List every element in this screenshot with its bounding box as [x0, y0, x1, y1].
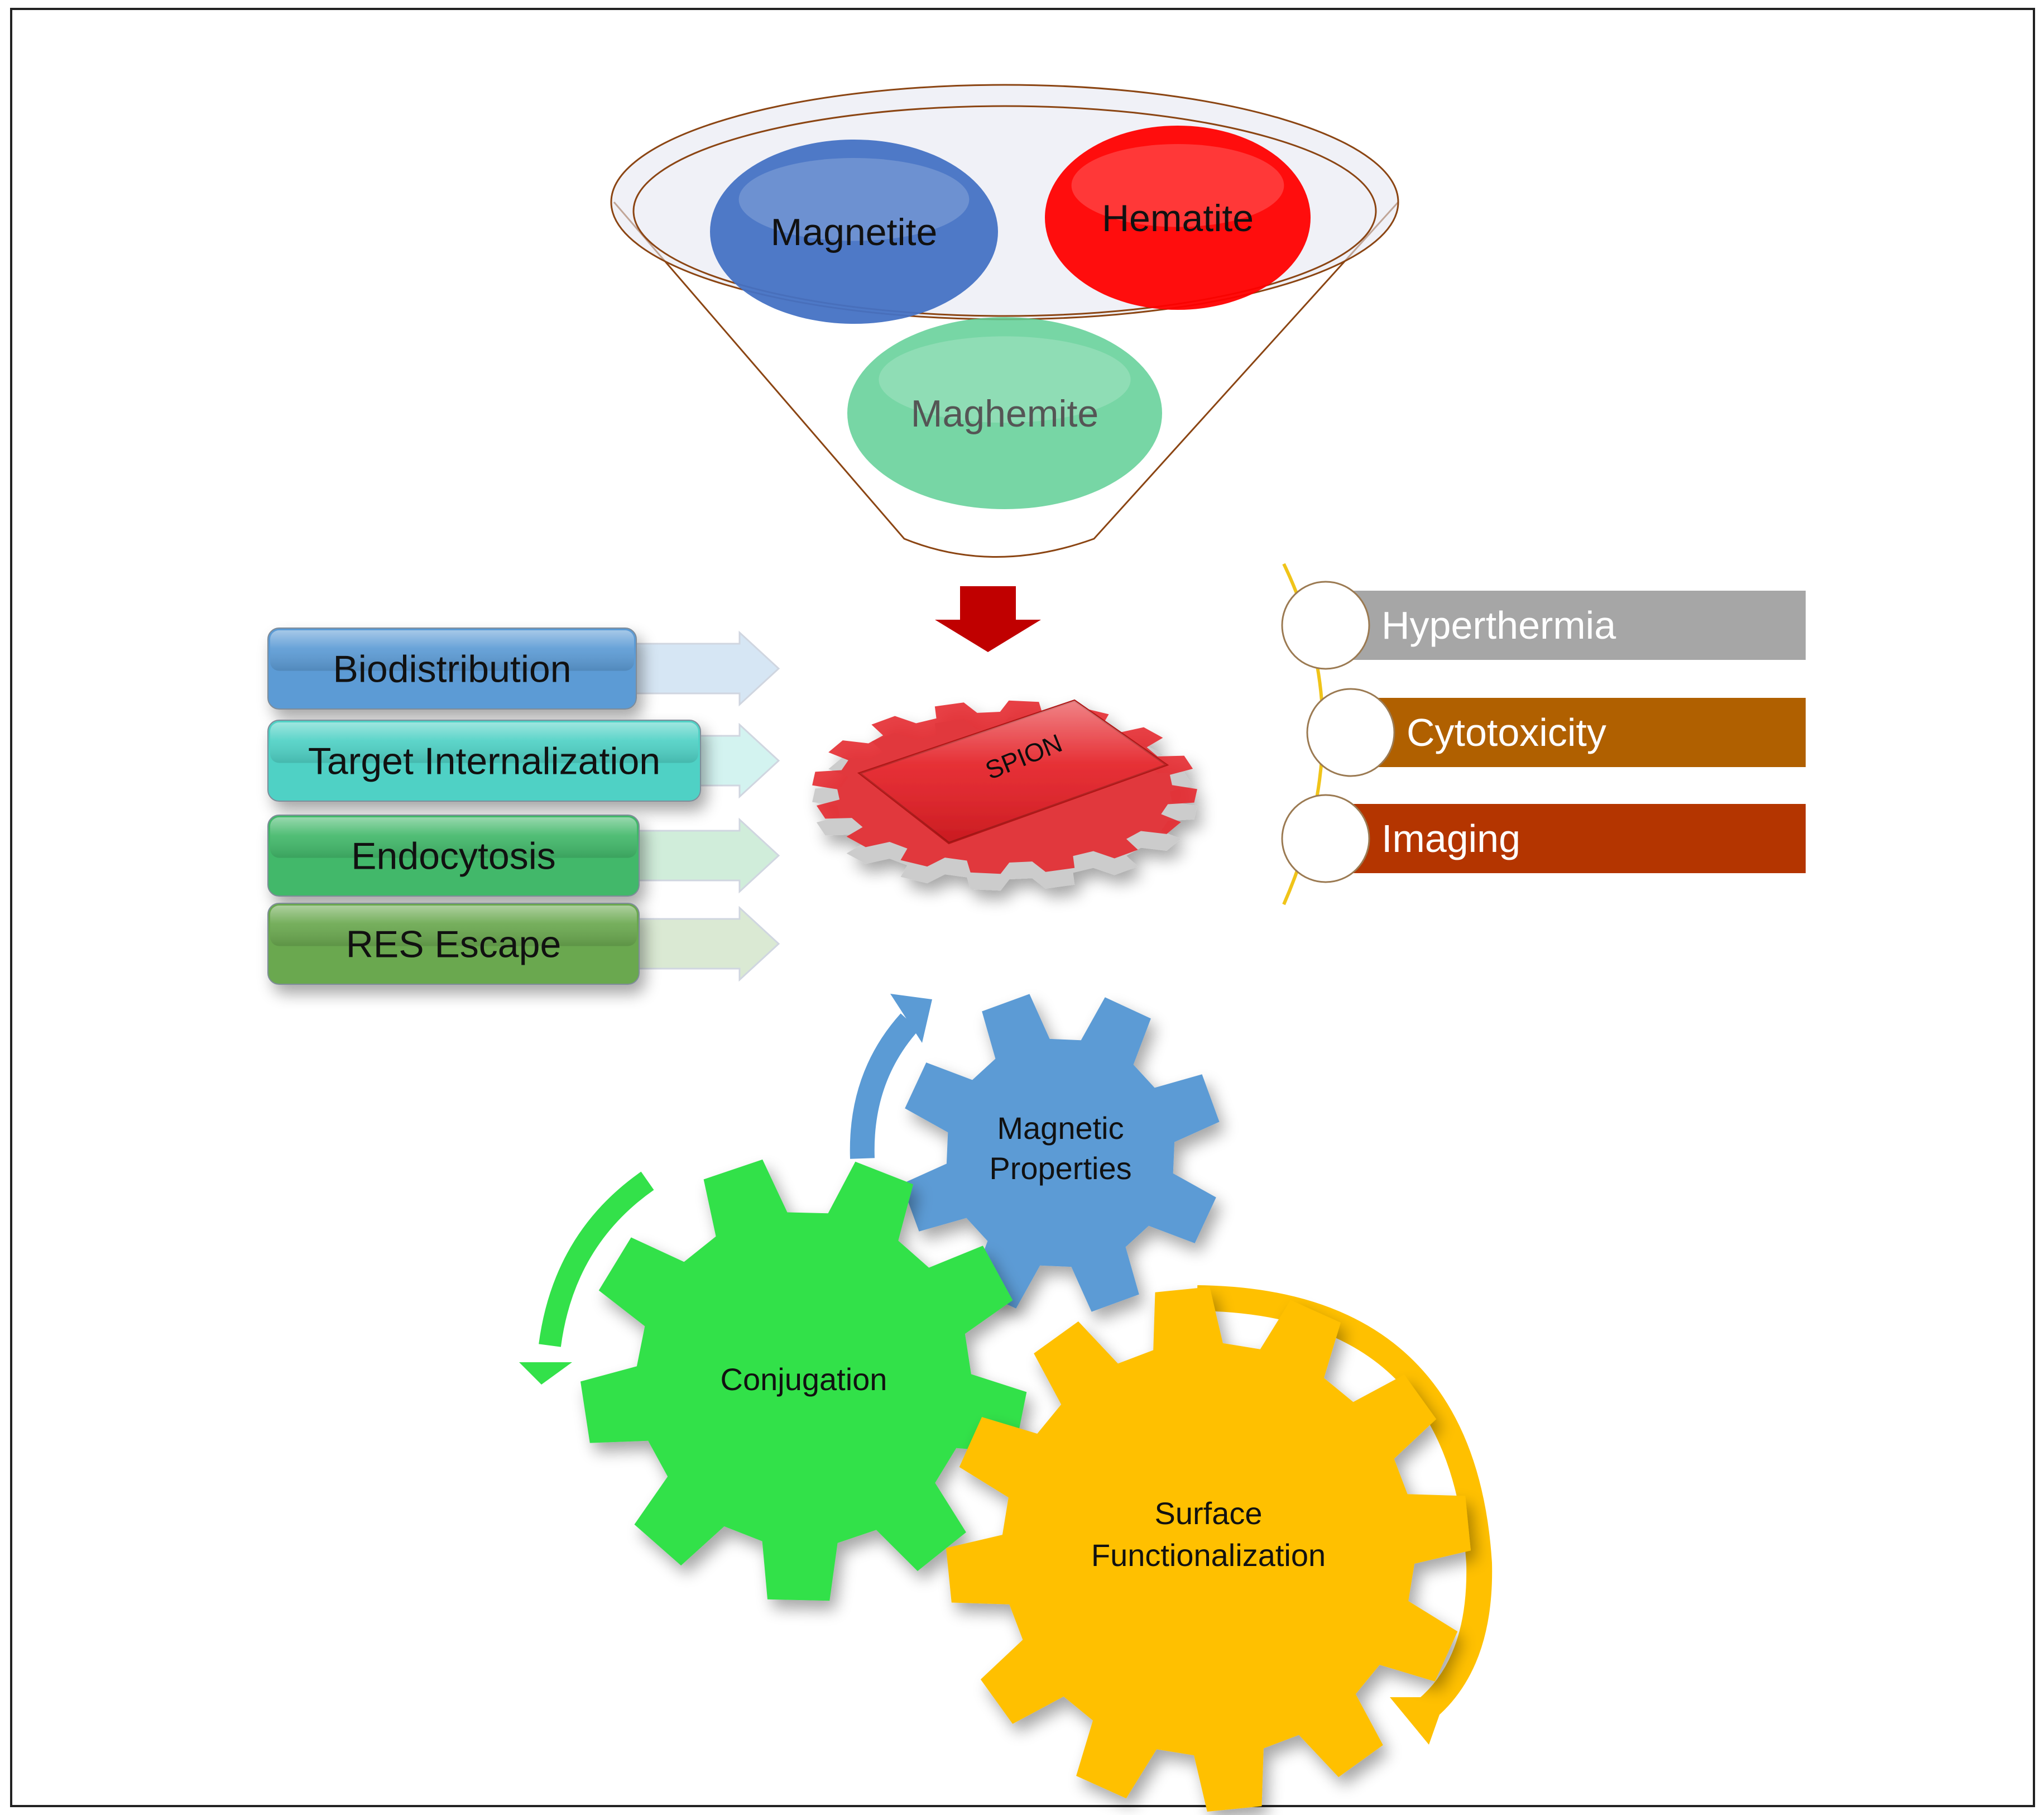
- cytotoxicity-label: Cytotoxicity: [1407, 711, 1606, 754]
- maghemite-highlight: [879, 336, 1131, 423]
- magnetite-highlight: [738, 158, 970, 241]
- funnel-body: [613, 201, 1399, 558]
- cytotoxicity-bar: [1376, 698, 1806, 767]
- conjugation-gear: [580, 1159, 1027, 1601]
- left-list-item-endocytosis: Endocytosis: [267, 815, 780, 897]
- endocytosis-label: Endocytosis: [351, 835, 556, 878]
- gears: Magnetic Properties Conjugation Surface …: [519, 994, 1493, 1812]
- target-internalization-arrow: [694, 722, 780, 799]
- left-list-item-biodistribution: Biodistribution: [267, 628, 780, 710]
- maghemite-ellipse: [847, 317, 1162, 509]
- endocytosis-arrow: [632, 817, 780, 894]
- surface-functionalization-gear: [946, 1287, 1471, 1812]
- figure-border: [10, 8, 2035, 1807]
- surface-label-line2: Functionalization: [1091, 1538, 1326, 1573]
- hyperthermia-label: Hyperthermia: [1381, 604, 1616, 647]
- hyperthermia-circle: [1281, 581, 1370, 670]
- funnel-item-hematite: Hematite: [1045, 126, 1311, 310]
- surface-label-line1: Surface: [1155, 1496, 1263, 1531]
- right-list-item-cytotoxicity: Cytotoxicity: [1306, 688, 1806, 777]
- magnetic-properties-gear: [901, 994, 1220, 1312]
- res-escape-label: RES Escape: [346, 923, 562, 966]
- left-list-item-target-internalization: Target Internalization: [267, 720, 780, 802]
- magnetic-rotation-arrow: [850, 1013, 919, 1159]
- magnetic-arrowhead: [890, 994, 932, 1043]
- funnel-item-maghemite: Maghemite: [847, 317, 1162, 509]
- spion-block: SPION: [812, 699, 1197, 891]
- conjugation-arrowhead: [519, 1362, 572, 1385]
- endocytosis-gloss: [270, 817, 637, 858]
- surface-arrowhead: [1390, 1697, 1446, 1745]
- right-list-item-hyperthermia: Hyperthermia: [1281, 581, 1806, 670]
- spion-plate-gloss: [860, 701, 1167, 843]
- imaging-circle: [1281, 794, 1370, 883]
- funnel-rim-inner: [632, 105, 1377, 317]
- res-escape-arrow: [632, 906, 780, 982]
- conjugation-gear-shape: [580, 1159, 1027, 1601]
- imaging-label: Imaging: [1381, 817, 1520, 860]
- biodistribution-arrow: [630, 630, 780, 707]
- magnetic-gear-shape: [901, 994, 1220, 1312]
- biodistribution-gloss: [270, 630, 634, 671]
- magnetite-label: Magnetite: [771, 211, 938, 253]
- target-internalization-label: Target Internalization: [308, 740, 660, 783]
- cytotoxicity-circle: [1306, 688, 1395, 777]
- biodistribution-label: Biodistribution: [333, 648, 571, 691]
- conjugation-rotation-arrow: [539, 1171, 654, 1347]
- target-internalization-gloss: [270, 722, 698, 763]
- res-escape-gloss: [270, 906, 637, 946]
- hematite-label: Hematite: [1102, 197, 1254, 240]
- maghemite-label: Maghemite: [911, 392, 1098, 435]
- magnetic-label-line2: Properties: [989, 1151, 1131, 1186]
- hematite-ellipse: [1045, 126, 1311, 310]
- hematite-highlight: [1071, 144, 1284, 227]
- surface-gear-shape: [946, 1287, 1471, 1812]
- conjugation-label: Conjugation: [721, 1362, 887, 1397]
- magnetite-ellipse: [710, 140, 998, 324]
- down-arrow: [935, 586, 1041, 652]
- hyperthermia-bar: [1351, 591, 1806, 660]
- magnetic-label-line1: Magnetic: [997, 1110, 1124, 1146]
- funnel-item-magnetite: Magnetite: [710, 140, 998, 324]
- right-list-item-imaging: Imaging: [1281, 794, 1806, 883]
- left-list-item-res-escape: RES Escape: [267, 903, 780, 985]
- imaging-bar: [1351, 804, 1806, 873]
